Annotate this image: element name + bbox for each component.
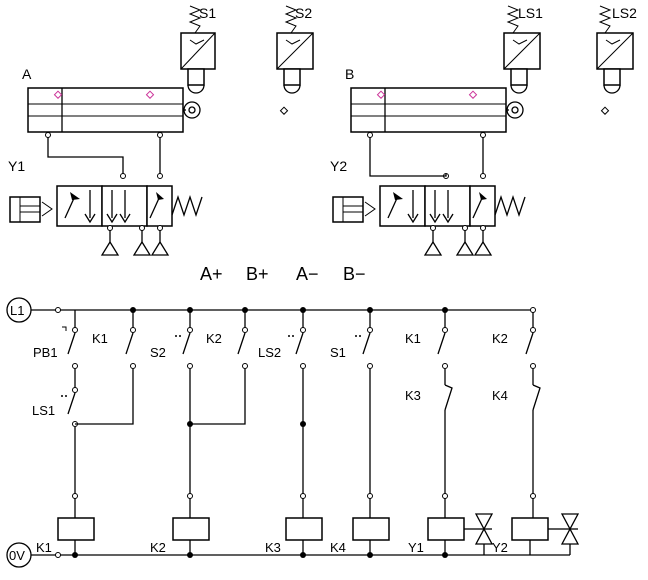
cylinder-a-roller [183,101,201,119]
solenoid-y1 [9,196,41,223]
coil-k3-label: K3 [265,540,281,555]
contact-ls1-label: LS1 [32,403,55,418]
contact-s1-label: S1 [330,345,346,360]
coil-y2 [511,517,549,541]
rail-0v-label: 0V [9,548,25,563]
sensor-ls2: LS2 [596,5,637,115]
contact-s2-label: S2 [150,345,166,360]
sensor-s1: S1 [180,5,216,94]
cylinder-a-group: A [22,66,201,138]
coil-k2-label: K2 [150,540,166,555]
sensor-s1-label: S1 [199,5,216,21]
spring-return-icon [171,194,203,218]
valve-y2-label: Y2 [330,158,347,174]
sensor-ls1-label: LS1 [518,5,543,21]
coil-k4-label: K4 [330,540,346,555]
contact-ls2-label: LS2 [258,345,281,360]
cylinder-a-barrel [27,87,184,133]
rung-4: K2 [190,310,248,425]
diode-icon [474,513,494,545]
coil-k3 [285,517,323,541]
sensor-s2: S2 [276,5,314,115]
spring-return-icon [494,194,526,218]
rung-8: K2 K4 Y2 [492,307,580,555]
contact-k1-label: K1 [92,331,108,346]
spring-icon [284,5,298,34]
contact-k4-label: K4 [492,388,508,403]
diode-icon [560,513,580,545]
sensor-ls1: LS1 [503,5,543,94]
coil-k2 [172,517,210,541]
contact-pb1-label: PB1 [33,345,58,360]
sequence-step-4: B− [343,264,366,284]
sequence-step-3: A− [296,264,319,284]
sequence: A+ B+ A− B− [200,264,366,284]
valve-y1: Y1 [8,137,203,256]
rail-l1-label: L1 [10,303,24,318]
rung-2: K1 [75,310,136,425]
sensor-s2-label: S2 [295,5,312,21]
cylinder-b-group: B [345,66,524,138]
cylinder-b-barrel [350,87,507,133]
sequence-step-2: B+ [246,264,269,284]
cylinder-a-label: A [22,66,32,82]
contact-k1-y1-label: K1 [405,331,421,346]
rung-3: S2 K2 [150,310,210,555]
cylinder-b-roller [506,101,524,119]
coil-k1-label: K1 [36,540,52,555]
cylinder-b-label: B [345,66,354,82]
rung-5: LS2 K3 [258,310,323,555]
rung-7: K1 K3 Y1 [405,310,494,555]
coil-y1 [427,517,465,541]
sequence-step-1: A+ [200,264,223,284]
spring-icon [506,5,520,34]
coil-y2-label: Y2 [492,540,508,555]
rung-1: PB1 LS1 K1 [32,310,95,555]
valve-y1-label: Y1 [8,158,25,174]
solenoid-y2 [332,196,364,223]
contact-k2-y2-label: K2 [492,331,508,346]
spring-icon [598,5,612,34]
sensor-ls2-label: LS2 [612,5,637,21]
spring-icon [188,5,202,34]
contact-k3-label: K3 [405,388,421,403]
coil-y1-label: Y1 [408,540,424,555]
power-rails: L1 0V [6,297,570,568]
valve-y2: Y2 [330,137,526,256]
coil-k4 [352,517,390,541]
coil-k1 [57,517,95,541]
contact-k2-label: K2 [206,331,222,346]
rung-6: S1 K4 [330,310,390,555]
